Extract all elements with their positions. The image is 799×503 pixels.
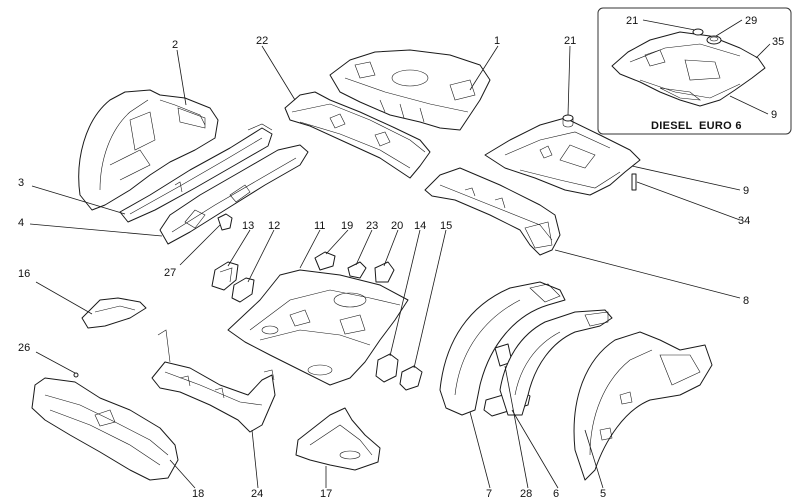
part-5-wheelhouse-liner xyxy=(573,331,713,481)
label-24: 24 xyxy=(251,488,263,500)
label-20: 20 xyxy=(391,220,403,232)
part-23-bracket xyxy=(347,261,367,279)
part-17-reinforcement xyxy=(295,407,381,471)
label-27: 27 xyxy=(164,267,176,279)
inset-title: DIESEL EURO 6 xyxy=(651,120,742,132)
label-13: 13 xyxy=(242,220,254,232)
part-18-lower-tray xyxy=(31,377,179,481)
part-34-stud xyxy=(631,173,637,191)
label-34: 34 xyxy=(738,215,750,227)
part-7-inner-wheelhouse xyxy=(439,281,566,416)
part-27-clip xyxy=(217,213,233,231)
part-16-bracket xyxy=(81,297,147,329)
label-4: 4 xyxy=(18,217,24,229)
label-22: 22 xyxy=(256,35,268,47)
label-8: 8 xyxy=(743,295,749,307)
inset-label-21: 21 xyxy=(626,15,638,27)
label-12: 12 xyxy=(268,220,280,232)
inset-floor-pan xyxy=(611,31,766,107)
inset-diesel-euro6: 21 29 35 9 DIESEL EURO 6 xyxy=(597,7,792,135)
label-1: 1 xyxy=(494,35,500,47)
part-19-bracket xyxy=(314,251,336,271)
label-14: 14 xyxy=(414,220,426,232)
label-16: 16 xyxy=(18,268,30,280)
part-14-bracket xyxy=(375,353,399,383)
part-26-fastener xyxy=(73,372,79,378)
part-6-outer-wheelhouse xyxy=(499,309,613,416)
inset-cap-29 xyxy=(706,35,722,45)
label-26: 26 xyxy=(18,342,30,354)
part-1-parcel-shelf xyxy=(329,49,491,131)
label-5: 5 xyxy=(600,488,606,500)
callout-labels: 2 22 1 21 3 4 27 13 12 11 19 23 20 14 15… xyxy=(18,35,750,500)
label-17: 17 xyxy=(320,488,332,500)
inset-plug-21 xyxy=(692,28,704,36)
part-8-rear-rail xyxy=(424,167,561,256)
part-13-bracket xyxy=(211,261,239,291)
label-19: 19 xyxy=(341,220,353,232)
part-12-bracket xyxy=(231,277,255,303)
label-6: 6 xyxy=(553,488,559,500)
label-7: 7 xyxy=(486,488,492,500)
label-15: 15 xyxy=(440,220,452,232)
inset-label-35: 35 xyxy=(772,36,784,48)
part-11-rear-floor xyxy=(227,269,409,386)
inset-label-29: 29 xyxy=(745,15,757,27)
part-20-bracket xyxy=(374,261,395,283)
part-15-bracket xyxy=(399,365,423,391)
part-3-side-member xyxy=(119,123,273,223)
leader-lines xyxy=(29,45,741,489)
label-28: 28 xyxy=(520,488,532,500)
label-21: 21 xyxy=(564,35,576,47)
part-2-rear-wheelhouse xyxy=(78,89,219,211)
label-3: 3 xyxy=(18,177,24,189)
part-4-longitudinal-member xyxy=(159,144,309,245)
label-18: 18 xyxy=(192,488,204,500)
label-9: 9 xyxy=(743,185,749,197)
label-23: 23 xyxy=(366,220,378,232)
label-2: 2 xyxy=(172,39,178,51)
part-24-lower-crossmember xyxy=(151,329,276,433)
part-22-crossmember xyxy=(284,91,431,179)
label-11: 11 xyxy=(314,220,325,232)
inset-label-9: 9 xyxy=(771,109,777,121)
